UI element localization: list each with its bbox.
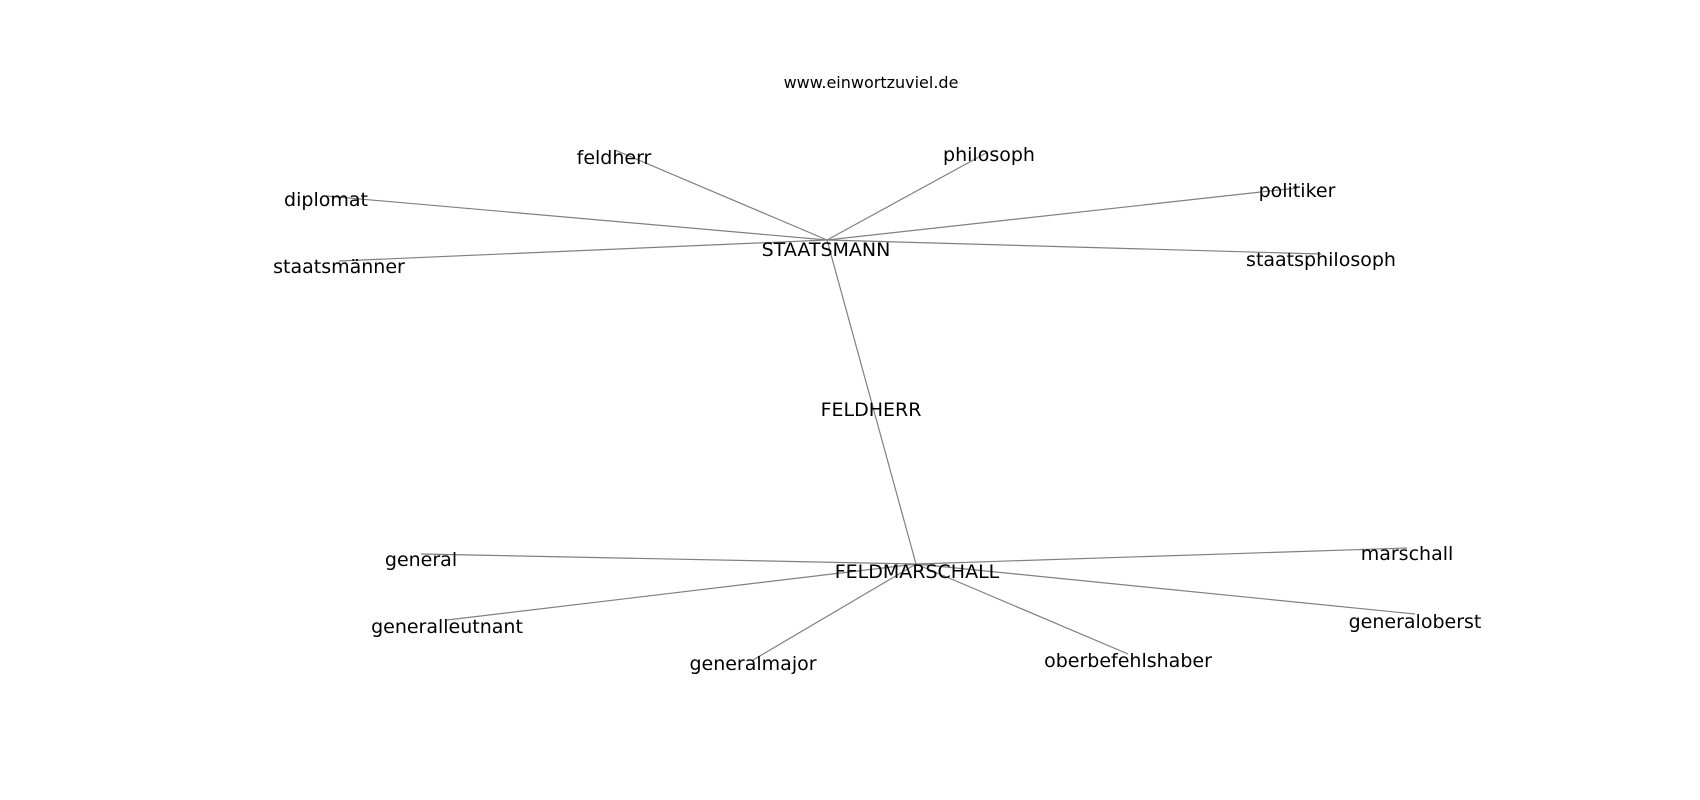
node-label-diplomat: diplomat — [284, 189, 368, 211]
node-label-generalleutnant: generalleutnant — [371, 616, 523, 638]
labels-layer: FELDHERR STAATSMANN FELDMARSCHALL feldherr p… — [273, 144, 1481, 675]
edge-staatsmann-staatsmaenner — [338, 239, 828, 262]
node-label-politiker: politiker — [1259, 180, 1336, 202]
node-label-philosoph: philosoph — [943, 144, 1035, 166]
edge-feldmarschall-generalmajor — [752, 563, 917, 661]
node-label-staatsphilosoph: staatsphilosoph — [1246, 249, 1396, 271]
edge-staatsmann-philosoph — [826, 151, 989, 241]
node-label-staatsmann: STAATSMANN — [762, 239, 891, 261]
node-label-feldherr_center: FELDHERR — [821, 399, 922, 421]
node-label-general: general — [385, 549, 457, 571]
edge-feldmarschall-generalleutnant — [446, 563, 917, 621]
node-label-feldherr: feldherr — [577, 147, 652, 169]
edges-layer — [325, 149, 1416, 661]
node-label-staatsmaenner: staatsmänner — [273, 256, 405, 278]
edge-staatsmann-politiker — [826, 187, 1298, 241]
edge-staatsmann-feldherr — [614, 149, 828, 241]
edge-staatsmann-feldmarschall — [826, 239, 917, 565]
node-label-feldmarschall: FELDMARSCHALL — [835, 561, 1000, 583]
edge-staatsmann-staatsphilosoph — [826, 239, 1322, 255]
node-label-oberbefehlshaber: oberbefehlshaber — [1044, 650, 1212, 672]
node-label-generalmajor: generalmajor — [689, 653, 816, 675]
edge-feldmarschall-generaloberst — [915, 563, 1416, 615]
watermark-text: www.einwortzuviel.de — [784, 73, 959, 92]
node-label-marschall: marschall — [1361, 543, 1454, 565]
edge-feldmarschall-general — [420, 553, 917, 565]
edge-feldmarschall-marschall — [915, 547, 1408, 565]
node-label-generaloberst: generaloberst — [1349, 611, 1482, 633]
edge-feldmarschall-oberbefehlshaber — [915, 563, 1129, 655]
edge-staatsmann-diplomat — [325, 195, 828, 241]
